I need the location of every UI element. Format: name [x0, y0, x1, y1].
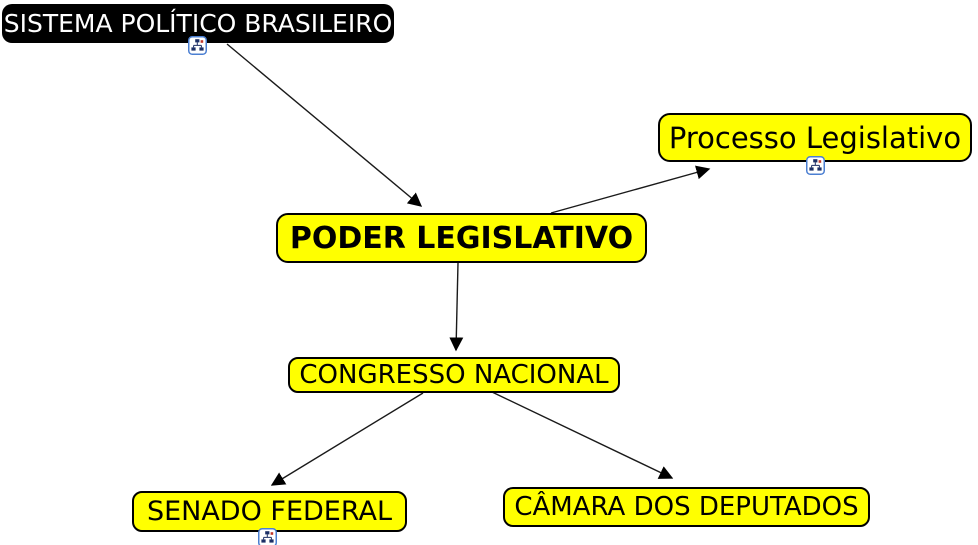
- concept-map-icon[interactable]: [188, 36, 207, 55]
- node-label: SISTEMA POLÍTICO BRASILEIRO: [3, 9, 393, 38]
- node-senado-federal[interactable]: SENADO FEDERAL: [132, 491, 407, 532]
- connector-congresso-camara: [491, 391, 674, 479]
- node-congresso-nacional[interactable]: CONGRESSO NACIONAL: [288, 357, 620, 393]
- node-label: SENADO FEDERAL: [146, 496, 393, 527]
- concept-map-icon[interactable]: [806, 156, 825, 175]
- connector-congresso-senado: [270, 392, 424, 486]
- node-label: CÂMARA DOS DEPUTADOS: [514, 492, 859, 522]
- node-processo-legislativo[interactable]: Processo Legislativo: [658, 113, 972, 162]
- node-label: PODER LEGISLATIVO: [289, 220, 634, 256]
- node-label: CONGRESSO NACIONAL: [299, 360, 609, 390]
- connector-poder-processo: [550, 165, 711, 214]
- connector-sistema-poder: [226, 43, 423, 207]
- node-camara-dos-deputados[interactable]: CÂMARA DOS DEPUTADOS: [503, 487, 870, 527]
- node-label: Processo Legislativo: [668, 120, 962, 155]
- concept-map-icon[interactable]: [258, 528, 277, 545]
- node-sistema-politico-brasileiro[interactable]: SISTEMA POLÍTICO BRASILEIRO: [2, 4, 394, 43]
- node-poder-legislativo[interactable]: PODER LEGISLATIVO: [276, 213, 647, 263]
- connector-poder-congresso: [449, 262, 464, 352]
